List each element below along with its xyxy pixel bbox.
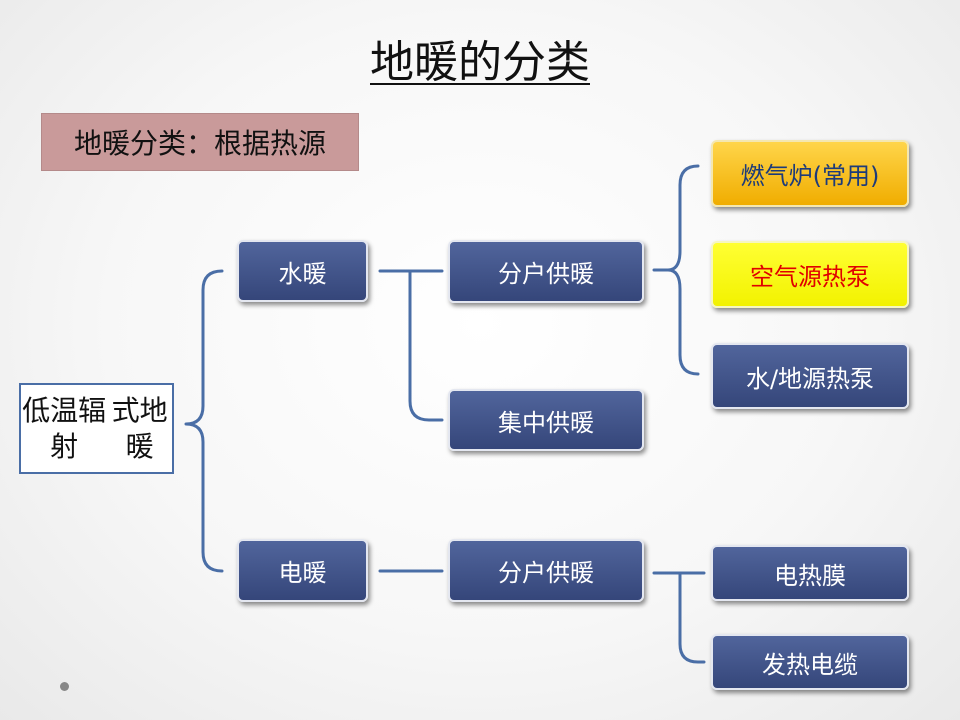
node-water-ground-source-heat-pump: 水/地源热泵 <box>711 343 909 409</box>
node-air-source-heat-pump: 空气源热泵 <box>711 241 909 308</box>
node-central-heating: 集中供暖 <box>448 389 644 451</box>
node-electric-heating-film: 电热膜 <box>711 545 909 601</box>
water-branch-connector <box>378 269 444 422</box>
root-node: 低温辐射式地暖 <box>19 383 174 474</box>
node-household-heating-water: 分户供暖 <box>448 240 644 303</box>
node-gas-furnace: 燃气炉(常用) <box>711 140 909 207</box>
node-water-heating: 水暖 <box>237 240 368 302</box>
node-electric-heating: 电暖 <box>237 539 368 602</box>
classification-basis-label: 地暖分类：根据热源 <box>41 113 359 171</box>
page-title: 地暖的分类 <box>370 37 590 88</box>
slide-bullet-dot <box>60 682 69 691</box>
root-bracket <box>184 269 224 573</box>
node-heating-cable: 发热电缆 <box>711 634 909 690</box>
household-electric-bracket <box>652 571 706 664</box>
node-household-heating-electric: 分户供暖 <box>448 539 644 602</box>
household-water-bracket <box>652 164 700 376</box>
